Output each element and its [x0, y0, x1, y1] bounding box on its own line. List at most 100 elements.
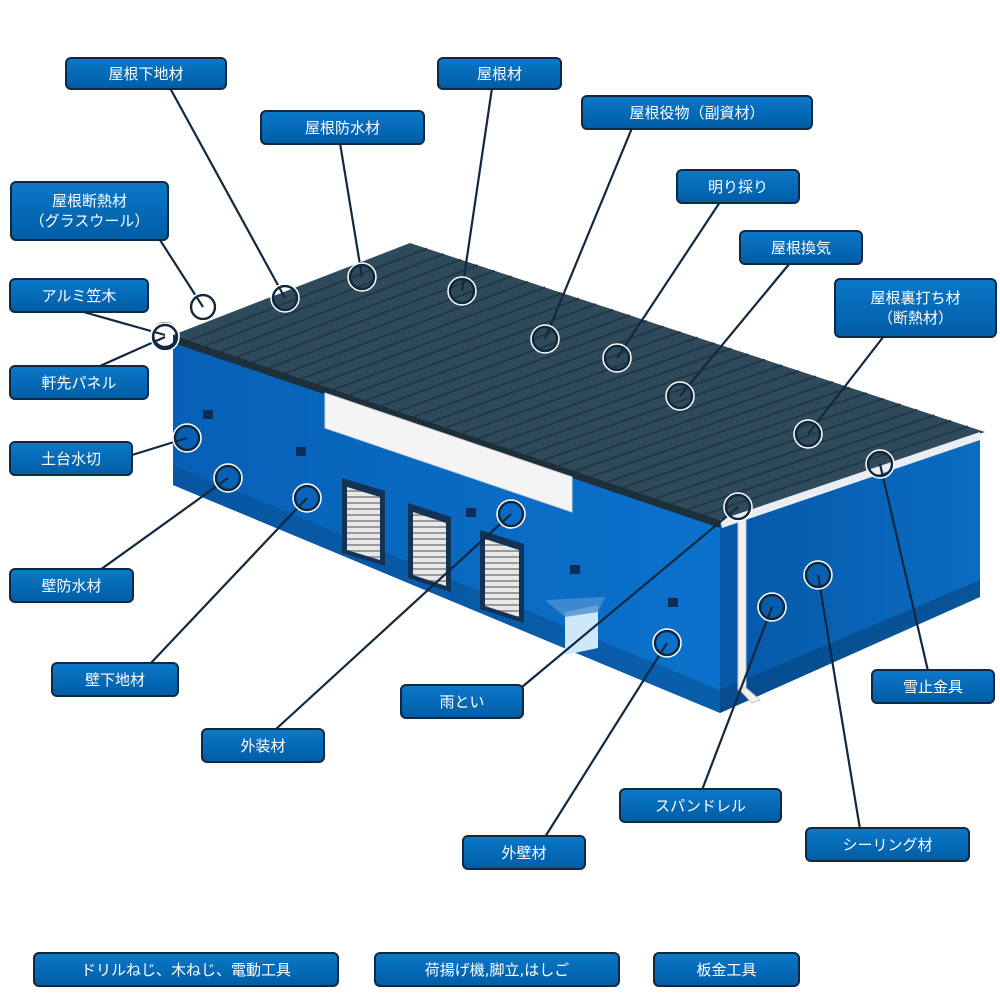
hotspot-ring-roof-accessories	[530, 324, 560, 354]
label-gutter[interactable]: 雨とい	[400, 684, 524, 719]
hotspot-ring-snow-guard	[865, 449, 895, 479]
hotspot-ring-base-flashing	[172, 423, 202, 453]
label-text: 壁下地材	[84, 670, 145, 689]
label-roof-material[interactable]: 屋根材	[437, 57, 562, 90]
hotspot-circle-skylight	[603, 344, 631, 372]
label-spandrel[interactable]: スパンドレル	[619, 788, 782, 823]
label-text-line2: （グラスウール）	[29, 212, 150, 230]
roof-eave	[173, 335, 720, 528]
roof-rib	[317, 292, 563, 385]
downspout	[737, 519, 747, 691]
label-roof-waterproof[interactable]: 屋根防水材	[260, 110, 425, 145]
roof-rib	[285, 280, 529, 375]
leader-line-base-flashing	[131, 436, 188, 457]
label-text: 明り採り	[707, 177, 768, 196]
leader-line-wall-underlay	[149, 497, 308, 665]
label-text: 外壁材	[501, 843, 547, 862]
hotspot-ring-exterior-material	[496, 499, 526, 529]
roof-rib	[494, 353, 749, 445]
label-tools-sheet-metal[interactable]: 板金工具	[653, 952, 800, 987]
hotspot-ring-roof-waterproof	[347, 262, 377, 292]
roof-rib	[236, 264, 479, 358]
leader-line-roof-ventilation	[679, 262, 791, 397]
label-text: 外装材	[240, 736, 286, 755]
roof-rib	[333, 297, 580, 391]
roof-rib	[397, 319, 648, 413]
hotspot-ring-wall-waterproof	[213, 463, 243, 493]
label-sealing-material[interactable]: シーリング材	[805, 827, 970, 862]
hotspot-circle-roof-waterproof	[348, 263, 376, 291]
hotspot-circle-roof-underlay	[271, 284, 299, 312]
label-text: 屋根役物（副資材）	[629, 103, 765, 122]
roof-rib	[607, 392, 867, 483]
label-skylight[interactable]: 明り採り	[676, 169, 800, 204]
hotspot-ring-roof-insulation	[188, 292, 218, 322]
label-text-line1: 屋根裏打ち材	[870, 289, 961, 307]
roof-rib	[558, 375, 817, 467]
leader-line-roof-accessories	[543, 127, 634, 340]
label-text: 雪止金具	[902, 677, 963, 696]
label-snow-guard[interactable]: 雪止金具	[871, 669, 995, 704]
shutters	[342, 478, 524, 623]
side-door	[565, 605, 598, 655]
leader-line-exterior-material	[274, 513, 512, 731]
roof-rib	[623, 397, 884, 489]
label-text: 屋根下地材	[108, 64, 184, 83]
label-wall-waterproof[interactable]: 壁防水材	[9, 568, 134, 603]
roof-rib	[430, 331, 681, 423]
leader-line-roof-waterproof	[338, 142, 364, 278]
label-wall-underlay[interactable]: 壁下地材	[51, 662, 179, 697]
hotspot-ring-exterior-wall	[652, 628, 682, 658]
label-roof-lining[interactable]: 屋根裏打ち材（断熱材）	[834, 278, 997, 338]
label-text: アルミ笠木	[41, 286, 117, 305]
skylight-panel	[324, 392, 573, 513]
label-text: スパンドレル	[655, 796, 746, 815]
roof-rib	[220, 258, 462, 353]
roof-rib	[204, 253, 445, 347]
leader-line-skylight	[616, 201, 721, 359]
label-text: 軒先パネル	[41, 373, 117, 392]
leader-line-roof-material	[460, 87, 494, 292]
roof-ribs	[188, 247, 969, 516]
roof-rib	[639, 403, 901, 494]
roof-rib	[574, 381, 834, 472]
roof-rib	[655, 408, 918, 500]
hotspot-ring-roof-lining	[793, 419, 823, 449]
roof-rib	[590, 386, 851, 478]
hotspot-ring-roof-underlay	[270, 283, 300, 313]
label-text: 屋根材	[476, 64, 522, 83]
coping	[720, 432, 980, 528]
label-exterior-material[interactable]: 外装材	[201, 728, 325, 763]
label-base-flashing[interactable]: 土台水切	[9, 441, 133, 476]
label-tools-hoist[interactable]: 荷揚げ機,脚立,はしご	[374, 952, 620, 987]
label-roof-ventilation[interactable]: 屋根換気	[739, 230, 863, 265]
hotspot-ring-gutter	[723, 492, 753, 522]
roof-rib	[253, 269, 495, 364]
hotspot-circle-wall-underlay	[293, 484, 321, 512]
label-exterior-wall[interactable]: 外壁材	[462, 835, 586, 870]
hotspot-circle-roof-lining	[794, 420, 822, 448]
hotspot-ring-sealing-material	[803, 560, 833, 590]
label-aluminum-coping[interactable]: アルミ笠木	[9, 278, 149, 313]
label-roof-underlay[interactable]: 屋根下地材	[65, 57, 227, 90]
label-text: 壁防水材	[41, 576, 102, 595]
hotspot-ring-spandrel	[757, 592, 787, 622]
hotspot-circle-eave-panel	[151, 323, 179, 351]
roof-rib	[349, 303, 597, 396]
leader-line-roof-insulation	[159, 239, 204, 308]
hotspot-circle-wall-waterproof	[214, 464, 242, 492]
leader-line-spandrel	[700, 606, 774, 791]
label-tools-drill[interactable]: ドリルねじ、木ねじ、電動工具	[33, 952, 339, 987]
label-roof-insulation[interactable]: 屋根断熱材（グラスウール）	[10, 181, 169, 241]
hotspot-circle-exterior-material	[497, 500, 525, 528]
hotspot-circle-roof-material	[448, 277, 476, 305]
roof-rib	[478, 347, 732, 440]
hotspot-circle-spandrel	[758, 593, 786, 621]
label-roof-accessories[interactable]: 屋根役物（副資材）	[581, 95, 813, 130]
label-eave-panel[interactable]: 軒先パネル	[9, 365, 149, 400]
roof-rib	[671, 414, 935, 505]
roof-rib	[542, 369, 800, 462]
leader-line-snow-guard	[878, 463, 930, 672]
